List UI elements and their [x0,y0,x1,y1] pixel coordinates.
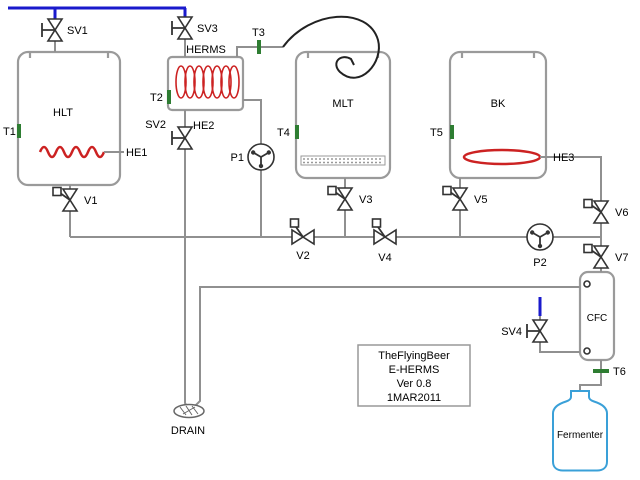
v6-label: V6 [615,207,628,219]
valve-v1 [52,186,78,212]
v4-label: V4 [378,252,391,264]
valve-v5 [442,185,468,211]
t4-label: T4 [277,127,290,139]
cfc-port-top [583,280,591,288]
pump-p1 [247,143,275,171]
he3-label: HE3 [553,152,574,164]
t3-label: T3 [252,27,265,39]
mlt-label: MLT [332,98,353,110]
fermenter-carboy [552,390,608,472]
valve-v7 [583,243,609,269]
v2-label: V2 [296,250,309,262]
valve-v4 [371,218,397,245]
cfc-label: CFC [587,313,608,324]
herms-to-mlt-hose [282,15,380,79]
he1-label: HE1 [126,147,147,159]
valve-v2 [289,218,315,245]
mlt-vessel [294,50,392,180]
p1-label: P1 [231,152,244,164]
sv1-label: SV1 [67,25,88,37]
fermenter-label: Fermenter [557,430,604,441]
p2-label: P2 [533,257,546,269]
hlt-vessel [16,50,122,187]
herms-coil [175,65,240,99]
title-line1: TheFlyingBeer [378,350,450,362]
title-line4: 1MAR2011 [387,392,441,404]
valve-v3 [327,185,353,211]
floor-drain [173,403,205,419]
title-block: TheFlyingBeer E-HERMS Ver 0.8 1MAR2011 [357,344,471,407]
v1-label: V1 [84,195,97,207]
v7-label: V7 [615,252,628,264]
he1-heating-element [38,145,124,159]
valve-sv1 [41,18,63,42]
v3-label: V3 [359,194,372,206]
t2-label: T2 [150,92,163,104]
t1-label: T1 [3,126,16,138]
valve-sv4 [526,319,548,343]
v5-label: V5 [474,194,487,206]
bk-vessel [448,50,548,180]
title-line3: Ver 0.8 [397,378,432,390]
he2-label: HE2 [193,120,214,132]
herms-label: HERMS [186,44,226,56]
valve-sv2 [171,126,193,150]
t6-label: T6 [613,366,626,378]
sv4-label: SV4 [501,326,522,338]
valve-v6 [583,198,609,224]
t5-label: T5 [430,127,443,139]
drain-label: DRAIN [171,425,205,437]
mlt-false-bottom [300,155,386,166]
hlt-label: HLT [53,107,73,119]
cfc-box [578,270,616,362]
sv3-label: SV3 [197,23,218,35]
pump-p2 [526,223,554,251]
valve-sv3 [171,16,193,40]
bk-label: BK [491,98,506,110]
sv2-label: SV2 [145,119,166,131]
title-line2: E-HERMS [389,364,440,376]
cfc-port-bottom [583,347,591,355]
